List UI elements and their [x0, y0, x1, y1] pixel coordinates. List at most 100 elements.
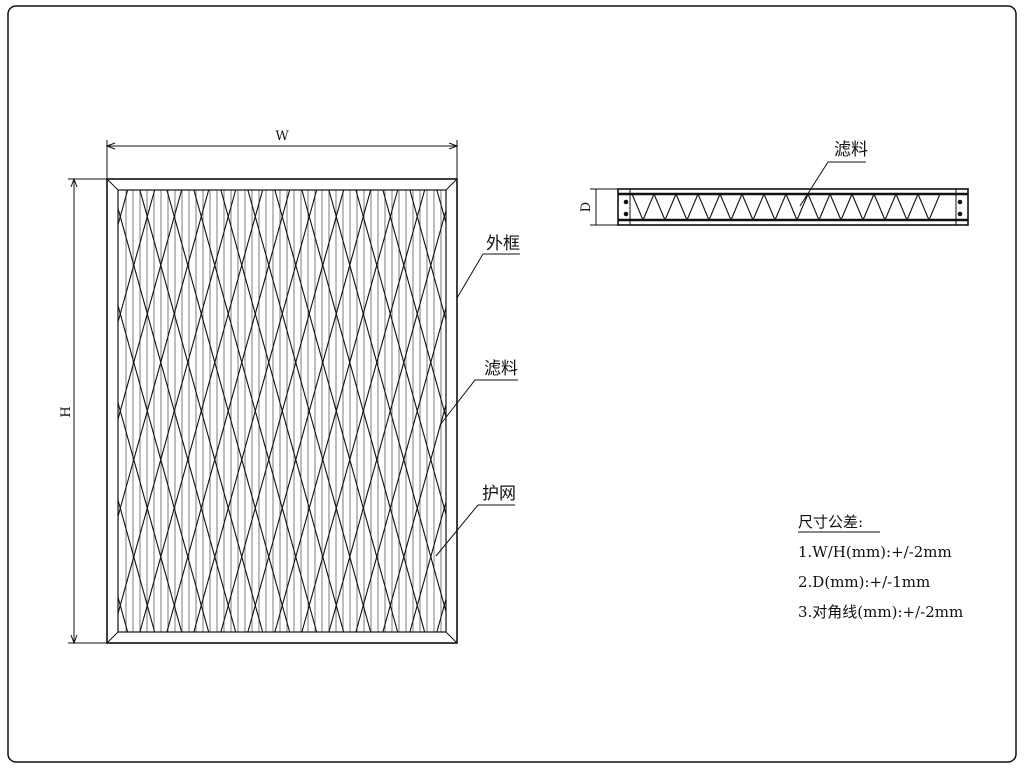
- width-label: W: [275, 129, 289, 144]
- zigzag-segment: [708, 193, 721, 221]
- leader-side-media: [799, 161, 866, 207]
- mesh-strand: [734, 190, 857, 632]
- zigzag-segment: [774, 193, 787, 221]
- mesh-strand: [896, 190, 1019, 632]
- zigzag-segment: [686, 193, 699, 221]
- mesh-strand: [707, 190, 830, 632]
- mesh-strand: [0, 190, 20, 632]
- zigzag-segment: [928, 193, 941, 221]
- callout-media: 滤料: [484, 359, 518, 379]
- front-view: [0, 140, 1024, 645]
- mesh-strand: [572, 190, 695, 632]
- zigzag-segment: [840, 193, 853, 221]
- mesh-strand: [653, 190, 776, 632]
- mesh-strand: [869, 190, 992, 632]
- mesh-strand: [680, 190, 803, 632]
- mesh-strand: [707, 190, 830, 632]
- zigzag-segment: [873, 193, 886, 221]
- mesh-strand: [166, 190, 291, 632]
- mesh-strand: [518, 190, 641, 632]
- mesh-strand: [761, 190, 884, 632]
- zigzag-segment: [730, 193, 743, 221]
- mesh-strand: [274, 190, 399, 632]
- depth-dimension: [590, 188, 618, 226]
- mesh-strand: [118, 190, 210, 519]
- mesh-strand: [734, 190, 857, 632]
- mesh-strand: [464, 190, 587, 632]
- zigzag-segment: [631, 193, 644, 221]
- mesh-strand: [923, 190, 1024, 632]
- tolerance-title: 尺寸公差:: [798, 513, 863, 531]
- mesh-strand: [788, 190, 911, 632]
- mesh-strand: [382, 402, 446, 632]
- tolerance-notes: 尺寸公差: 1.W/H(mm):+/-2mm 2.D(mm):+/-1mm 3.…: [798, 513, 963, 621]
- mesh-strand: [118, 190, 237, 616]
- protective-mesh: [0, 190, 1024, 632]
- mesh-strand: [0, 190, 47, 632]
- side-view: [590, 161, 969, 226]
- mesh-strand: [626, 190, 749, 632]
- zigzag-segment: [807, 193, 820, 221]
- zigzag-segment: [642, 193, 655, 221]
- mesh-strand: [193, 190, 318, 632]
- mesh-strand: [842, 190, 965, 632]
- zigzag-segment: [796, 193, 809, 221]
- mesh-strand: [815, 190, 938, 632]
- zigzag-segment: [664, 193, 677, 221]
- mesh-strand: [436, 597, 446, 632]
- zigzag-segment: [917, 193, 930, 221]
- zigzag-segment: [675, 193, 688, 221]
- mesh-strand: [653, 190, 776, 632]
- zigzag-segment: [906, 193, 919, 221]
- mesh-strand: [464, 190, 587, 632]
- tolerance-item: 2.D(mm):+/-1mm: [798, 573, 930, 591]
- callout-frame: 外框: [486, 234, 520, 254]
- mesh-strand: [328, 208, 446, 632]
- mesh-strand: [301, 190, 426, 632]
- mesh-strand: [869, 190, 992, 632]
- mesh-strand: [247, 190, 372, 632]
- zigzag-segment: [653, 193, 666, 221]
- height-dimension: [68, 177, 107, 645]
- mesh-strand: [518, 190, 641, 632]
- leader-lines: [435, 253, 520, 557]
- zigzag-segment: [829, 193, 842, 221]
- zigzag-segment: [818, 193, 831, 221]
- sheet-border: [7, 5, 1017, 763]
- width-dimension: [105, 140, 459, 179]
- zigzag-segment: [697, 193, 710, 221]
- mesh-strand: [923, 190, 1024, 632]
- height-label: H: [59, 406, 74, 417]
- zigzag-segment: [851, 193, 864, 221]
- zigzag-segment: [785, 193, 798, 221]
- mesh-strand: [626, 190, 749, 632]
- mesh-strand: [0, 190, 101, 632]
- zigzag-segment: [763, 193, 776, 221]
- mesh-strand: [545, 190, 668, 632]
- mesh-strand: [599, 190, 722, 632]
- mesh-strand: [0, 190, 20, 632]
- leader-frame: [456, 253, 520, 299]
- outer-frame-inner-edge: [117, 189, 447, 633]
- zigzag-segment: [741, 193, 754, 221]
- mesh-strand: [409, 190, 446, 323]
- side-media-zigzag: [631, 193, 941, 221]
- mesh-strand: [545, 190, 668, 632]
- mesh-strand: [0, 190, 47, 632]
- filter-media-pleats: [125, 190, 442, 632]
- mesh-strand: [491, 190, 614, 632]
- leader-media: [439, 379, 518, 426]
- mesh-strand: [815, 190, 938, 632]
- zigzag-segment: [862, 193, 875, 221]
- mesh-strand: [842, 190, 965, 632]
- tolerance-item: 1.W/H(mm):+/-2mm: [798, 543, 952, 561]
- callout-side-media: 滤料: [834, 140, 868, 160]
- mesh-strand: [220, 190, 345, 632]
- mesh-strand: [118, 190, 183, 422]
- depth-label: D: [579, 202, 594, 212]
- mesh-strand: [896, 190, 1019, 632]
- mesh-strand: [139, 190, 264, 632]
- mesh-strand: [355, 305, 446, 632]
- mesh-strand: [491, 190, 614, 632]
